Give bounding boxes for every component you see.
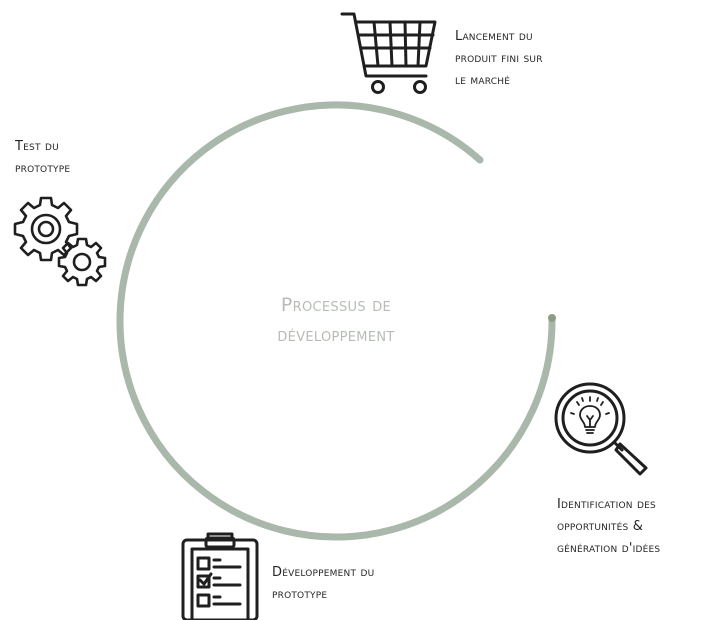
stage-label-identification-line1: Identification des <box>557 497 656 512</box>
stage-label-test: Test du prototype <box>15 136 70 180</box>
stage-label-identification-line3: génération d'idées <box>557 541 661 556</box>
stage-label-launch-line3: le marché <box>455 73 511 88</box>
ring-arc <box>116 101 556 541</box>
shopping-cart-icon <box>340 10 440 96</box>
center-title-line2: développement <box>277 324 395 346</box>
stage-label-launch: Lancement du produit fini sur le marché <box>455 26 543 92</box>
clipboard-checklist-icon <box>180 530 262 620</box>
stage-label-development-line2: prototype <box>272 587 328 602</box>
ring-end-dot <box>548 314 556 322</box>
stage-label-launch-line2: produit fini sur <box>455 51 543 66</box>
stage-label-test-line1: Test du <box>15 139 59 154</box>
stage-label-development: Développement du prototype <box>272 562 374 606</box>
stage-label-identification: Identification des opportunités & généra… <box>557 494 660 560</box>
stage-label-launch-line1: Lancement du <box>455 29 533 44</box>
stage-label-identification-line2: opportunités & <box>557 519 644 534</box>
center-title-line1: Processus de <box>280 294 392 316</box>
gears-icon <box>8 192 112 292</box>
center-title: Processus de développement <box>206 290 466 350</box>
magnifier-lightbulb-icon <box>552 380 656 480</box>
stage-label-test-line2: prototype <box>15 161 71 176</box>
stage-label-development-line1: Développement du <box>272 565 375 580</box>
